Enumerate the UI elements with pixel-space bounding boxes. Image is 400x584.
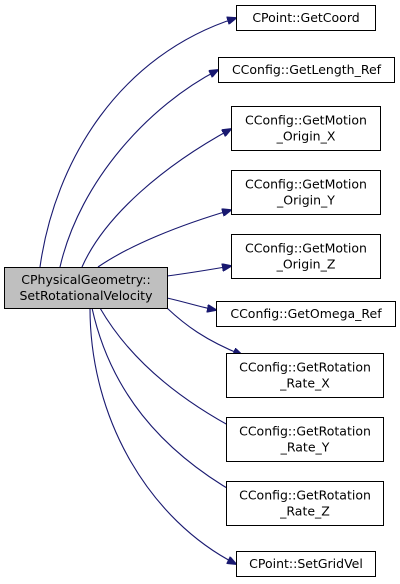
node-getmotion-origin-z-label-line-2: _Origin_Z xyxy=(276,257,336,272)
node-getomega-ref-label-line-1: CConfig::GetOmega_Ref xyxy=(230,306,382,321)
node-getmotion-origin-x-label-line-1: CConfig::GetMotion xyxy=(245,113,367,128)
node-getmotion-origin-y[interactable]: CConfig::GetMotion_Origin_Y xyxy=(231,170,381,215)
node-getomega-ref-box xyxy=(216,301,396,327)
node-getrotation-rate-y-box xyxy=(226,417,384,462)
node-getrotation-rate-x-label-line-1: CConfig::GetRotation xyxy=(239,360,371,375)
node-getcoord-label-line-1: CPoint::GetCoord xyxy=(252,10,359,25)
node-getlength-ref[interactable]: CConfig::GetLength_Ref xyxy=(218,57,395,83)
node-getrotation-rate-y-label-line-1: CConfig::GetRotation xyxy=(239,424,371,439)
node-getomega-ref[interactable]: CConfig::GetOmega_Ref xyxy=(216,301,396,327)
edge-to-getlength-ref xyxy=(59,70,218,268)
edge-to-getrotation-rate-z xyxy=(91,307,237,494)
root-node-cphysicalgeometry-setrotationalvelocity-box xyxy=(4,267,168,309)
node-getcoord[interactable]: CPoint::GetCoord xyxy=(236,5,376,31)
edge-to-getrotation-rate-x xyxy=(166,307,242,355)
edge-to-getmotion-origin-y xyxy=(97,210,231,268)
root-node-cphysicalgeometry-setrotationalvelocity-label-line-2: SetRotationalVelocity xyxy=(20,288,154,303)
node-getlength-ref-label-line-1: CConfig::GetLength_Ref xyxy=(232,62,382,77)
root-node-cphysicalgeometry-setrotationalvelocity-label-line-1: CPhysicalGeometry:: xyxy=(21,272,150,287)
node-getrotation-rate-y[interactable]: CConfig::GetRotation_Rate_Y xyxy=(226,417,384,462)
node-getmotion-origin-z-box xyxy=(231,234,381,279)
node-setgridvel-label-line-1: CPoint::SetGridVel xyxy=(249,556,363,571)
node-getrotation-rate-x-box xyxy=(226,353,384,398)
edge-to-getrotation-rate-y xyxy=(99,307,239,431)
edge-to-getmotion-origin-z xyxy=(166,266,231,277)
node-getrotation-rate-z-label-line-2: _Rate_Z xyxy=(279,504,330,519)
root-node-cphysicalgeometry-setrotationalvelocity[interactable]: CPhysicalGeometry::SetRotationalVelocity xyxy=(4,267,168,309)
node-getmotion-origin-x-box xyxy=(231,106,381,151)
node-getmotion-origin-y-label-line-1: CConfig::GetMotion xyxy=(245,177,367,192)
edge-to-setgridvel xyxy=(89,307,236,564)
node-setgridvel[interactable]: CPoint::SetGridVel xyxy=(236,551,376,577)
node-getmotion-origin-y-box xyxy=(231,170,381,215)
edge-to-getmotion-origin-x xyxy=(81,129,231,268)
node-getrotation-rate-z[interactable]: CConfig::GetRotation_Rate_Z xyxy=(226,481,384,526)
node-getrotation-rate-x[interactable]: CConfig::GetRotation_Rate_X xyxy=(226,353,384,398)
node-getrotation-rate-x-label-line-2: _Rate_X xyxy=(279,376,330,391)
node-getcoord-box xyxy=(236,5,376,31)
node-getmotion-origin-z-label-line-1: CConfig::GetMotion xyxy=(245,241,367,256)
node-getmotion-origin-x-label-line-2: _Origin_X xyxy=(276,129,336,144)
node-getrotation-rate-y-label-line-2: _Rate_Y xyxy=(280,440,330,455)
node-getmotion-origin-x[interactable]: CConfig::GetMotion_Origin_X xyxy=(231,106,381,151)
node-getrotation-rate-z-label-line-1: CConfig::GetRotation xyxy=(239,488,371,503)
node-getmotion-origin-y-label-line-2: _Origin_Y xyxy=(276,193,335,208)
node-setgridvel-box xyxy=(236,551,376,577)
edge-to-getcoord xyxy=(39,18,236,268)
node-getrotation-rate-z-box xyxy=(226,481,384,526)
node-getmotion-origin-z[interactable]: CConfig::GetMotion_Origin_Z xyxy=(231,234,381,279)
node-getlength-ref-box xyxy=(218,57,395,83)
edge-to-getomega-ref xyxy=(166,297,216,310)
